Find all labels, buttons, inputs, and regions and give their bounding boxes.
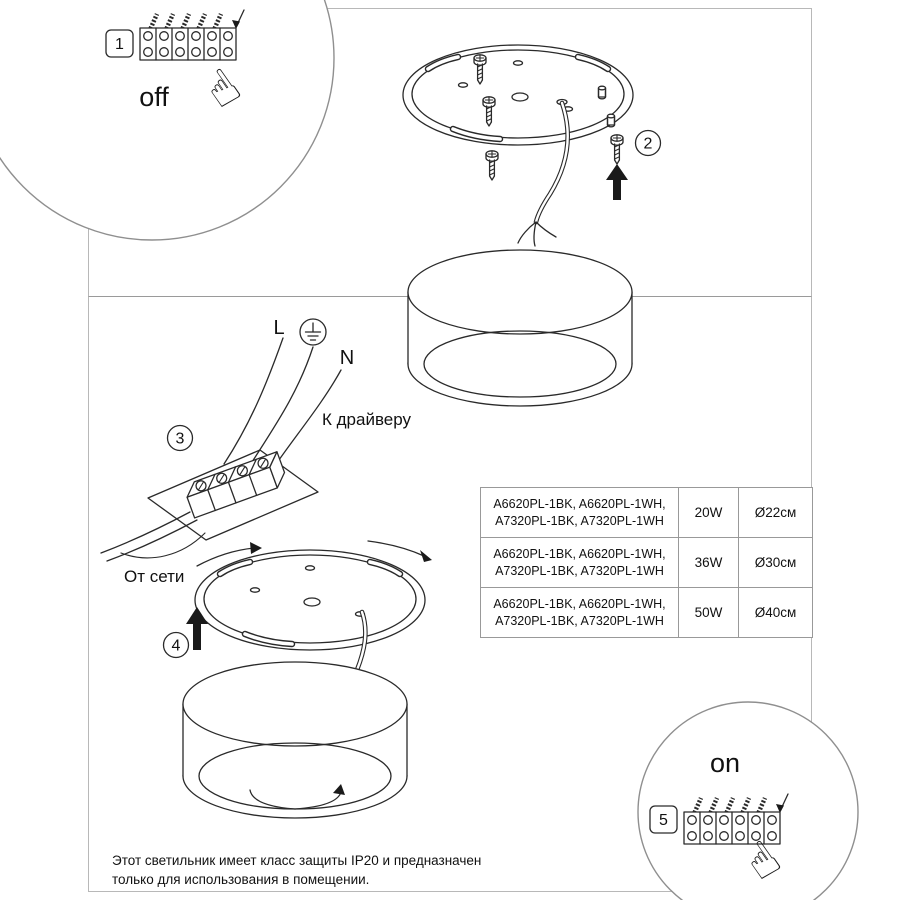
- step2-badge: [634, 129, 662, 157]
- step1-circle: [0, 0, 335, 241]
- step4-attach-plate: 4: [162, 540, 432, 691]
- rotation-arrowhead: [333, 784, 345, 795]
- rotate-arrow-icon: [367, 540, 425, 557]
- power-cell: 20W: [678, 487, 739, 538]
- rotate-arrow-icon: [196, 547, 255, 567]
- to-driver-label: К драйверу: [322, 410, 412, 429]
- from-mains-label: От сети: [124, 567, 184, 586]
- drum-lamp-twist: [182, 661, 408, 819]
- models-line2: A7320PL-1BK, A7320PL-1WH: [495, 613, 664, 628]
- step2-mount-plate: 2: [403, 45, 662, 247]
- step3-wiring: L N 3: [100, 317, 412, 586]
- rotation-arrow-icon: [249, 789, 342, 810]
- wire-pe: [246, 346, 314, 471]
- footer-line2: только для использования в помещении.: [112, 872, 370, 887]
- drum-lamp-diagram: [182, 661, 408, 819]
- mounting-plate-diagram: [195, 550, 425, 650]
- models-cell: A6620PL-1BK, A6620PL-1WH,A7320PL-1BK, A7…: [480, 587, 679, 638]
- models-cell: A6620PL-1BK, A6620PL-1WH,A7320PL-1BK, A7…: [480, 487, 679, 538]
- table-row: A6620PL-1BK, A6620PL-1WH,A7320PL-1BK, A7…: [480, 587, 813, 638]
- step4-number: 4: [172, 638, 181, 655]
- page-border: [88, 8, 812, 892]
- step3-badge: [166, 424, 194, 452]
- diameter-cell: Ø40см: [738, 587, 813, 638]
- screw-icon: [485, 150, 499, 181]
- step1-badge: [105, 29, 134, 58]
- models-line1: A6620PL-1BK, A6620PL-1WH,: [493, 497, 666, 512]
- mains-cable: [517, 100, 571, 247]
- mains-wire: [100, 511, 191, 554]
- step4-badge: [162, 631, 190, 659]
- models-cell: A6620PL-1BK, A6620PL-1WH,A7320PL-1BK, A7…: [480, 537, 679, 588]
- drum-lamp-diagram: [407, 249, 633, 407]
- power-cell: 36W: [678, 537, 739, 588]
- step5-badge: [649, 805, 678, 834]
- power-on-label: on: [710, 748, 740, 778]
- step3-number: 3: [176, 431, 185, 448]
- step1-number: 1: [115, 36, 124, 53]
- spec-table: A6620PL-1BK, A6620PL-1WH,A7320PL-1BK, A7…: [480, 487, 813, 638]
- wire-l: [223, 337, 284, 465]
- power-cell: 50W: [678, 587, 739, 638]
- table-row: A6620PL-1BK, A6620PL-1WH,A7320PL-1BK, A7…: [480, 487, 813, 538]
- line-wire-label: L: [273, 317, 284, 339]
- models-line1: A6620PL-1BK, A6620PL-1WH,: [493, 597, 666, 612]
- rotate-arrowhead: [420, 550, 432, 562]
- terminal-connector-diagram: [147, 449, 319, 541]
- ground-icon: [299, 318, 327, 346]
- power-off-label: off: [139, 82, 169, 112]
- diameter-cell: Ø30см: [738, 537, 813, 588]
- standoff-icon: [597, 85, 607, 100]
- diameter-cell: Ø22см: [738, 487, 813, 538]
- mains-wire-loop: [120, 532, 206, 559]
- models-line2: A7320PL-1BK, A7320PL-1WH: [495, 563, 664, 578]
- rotate-arrowhead: [250, 542, 262, 554]
- screw-icon: [610, 134, 624, 165]
- step5-number: 5: [659, 812, 668, 829]
- models-line1: A6620PL-1BK, A6620PL-1WH,: [493, 547, 666, 562]
- step2-number: 2: [644, 136, 653, 153]
- table-row: A6620PL-1BK, A6620PL-1WH,A7320PL-1BK, A7…: [480, 537, 813, 588]
- standoff-icon: [606, 113, 616, 128]
- neutral-wire-label: N: [340, 347, 354, 369]
- footer-note: Этот светильник имеет класс защиты IP20 …: [112, 851, 481, 889]
- up-arrow-icon: [186, 607, 208, 650]
- footer-line1: Этот светильник имеет класс защиты IP20 …: [112, 853, 482, 868]
- mains-wire: [106, 519, 198, 562]
- up-arrow-icon: [606, 164, 628, 200]
- step1-power-off: 1 off ☝: [0, 0, 335, 241]
- step5-power-on: on 5 ☝: [637, 701, 859, 900]
- models-line2: A7320PL-1BK, A7320PL-1WH: [495, 513, 664, 528]
